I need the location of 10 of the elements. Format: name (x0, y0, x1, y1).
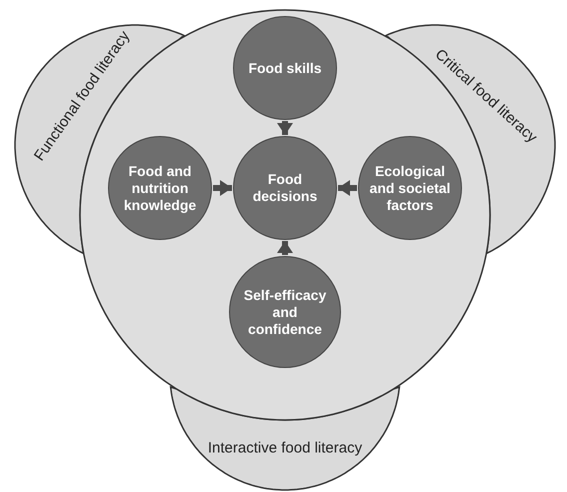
circle-label: Food skills (248, 60, 322, 76)
circle-label: Ecological and societal factors (368, 162, 452, 214)
circle-label: Food decisions (252, 171, 318, 205)
arrow (213, 180, 232, 196)
arrow (277, 241, 293, 255)
circle-label: Food and nutrition knowledge (122, 162, 198, 214)
arrow (277, 121, 293, 135)
arrow (338, 180, 357, 196)
circle-label: Interactive food literacy (208, 440, 362, 456)
circle-label: Self-efficacy and confidence (242, 286, 328, 338)
